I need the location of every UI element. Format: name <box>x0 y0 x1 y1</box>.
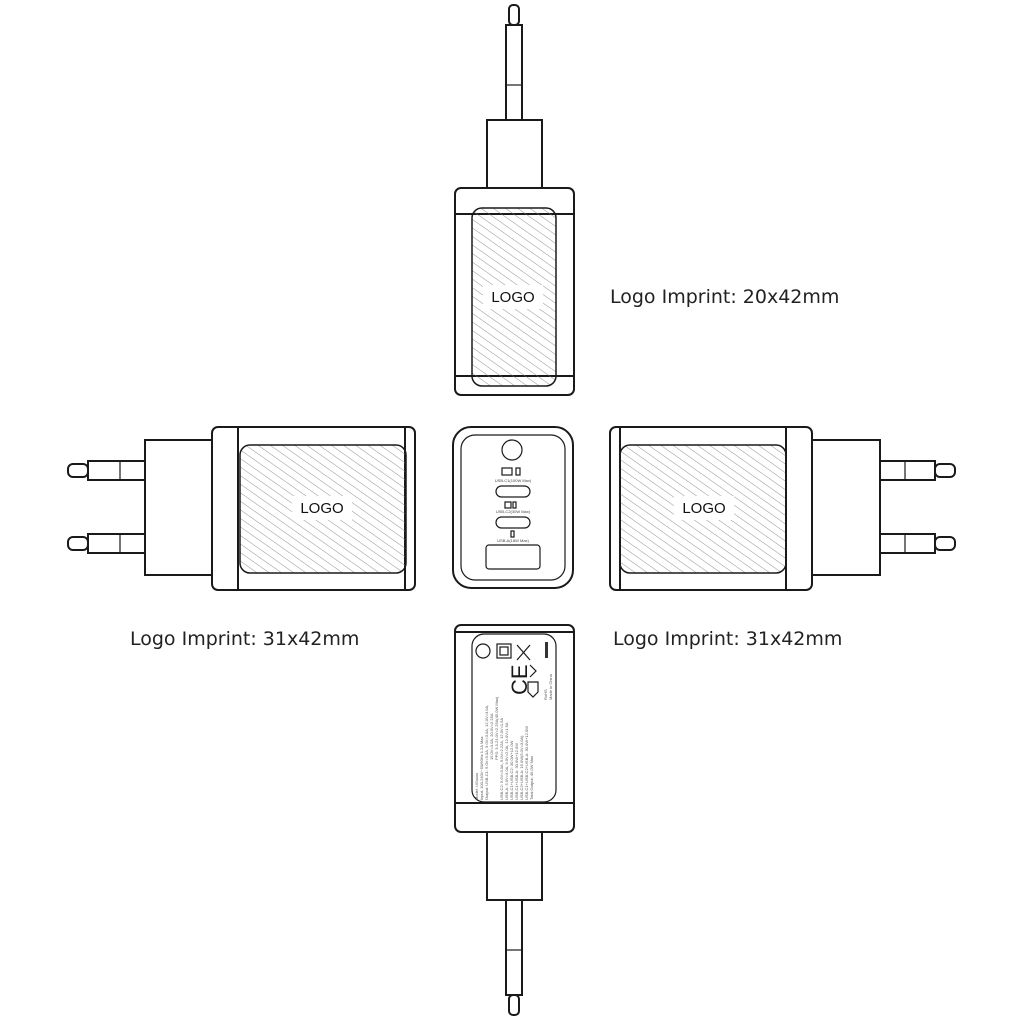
port-label: USB-C2(30W Max) <box>496 509 531 514</box>
rohs-mark: RoHS <box>543 689 548 700</box>
front-face-inner <box>460 434 566 581</box>
port-label: USB-A(18W Max) <box>497 538 529 543</box>
svg-text:USB-A: 5.0V=3.0A, 9.0V=2.0A, 1: USB-A: 5.0V=3.0A, 9.0V=2.0A, 12.0V=1.5A <box>504 722 509 800</box>
phone-icon <box>510 530 515 538</box>
front-view-charger: USB-C1(100W Max) USB-C2(30W Max) USB-A(1… <box>452 426 574 589</box>
svg-text:USB-C1+USB-A: 30.0W+12.0W: USB-C1+USB-A: 30.0W+12.0W <box>514 743 519 800</box>
weee-bin-icon <box>516 644 531 661</box>
prong-housing <box>486 831 543 901</box>
top-view-charger: LOGO <box>454 4 575 396</box>
plug-pin <box>505 899 523 1016</box>
tablet-icon <box>504 501 512 509</box>
svg-text:USB-C2+USB-A: 15.0W(5.0V=3.0A): USB-C2+USB-A: 15.0W(5.0V=3.0A) <box>519 735 524 800</box>
left-view-charger: LOGO <box>67 426 416 591</box>
class-ii-icon <box>496 643 512 659</box>
svg-text:Total Output: 45.0W Max: Total Output: 45.0W Max <box>529 756 534 800</box>
svg-text:USB-C2: 5.0V=3.0A, 9.0V=2.22A,: USB-C2: 5.0V=3.0A, 9.0V=2.22A, 12.0V=1.5… <box>499 718 504 800</box>
svg-text:PPS: 3.3-21.0V=2.25A(45.0W Max: PPS: 3.3-21.0V=2.25A(45.0W Max) <box>494 696 499 760</box>
laptop-icon <box>501 467 513 476</box>
house-icon <box>527 681 539 698</box>
plug-pin-lower <box>67 533 146 554</box>
plug-pin-lower <box>879 533 956 554</box>
usb-c2-port <box>495 516 531 529</box>
right-view-charger: LOGO <box>609 426 956 591</box>
marking-bar <box>545 642 548 658</box>
check-mark-icon <box>529 664 537 678</box>
origin-mark: Made in China <box>548 673 553 700</box>
led-indicator <box>501 439 523 461</box>
recycle-icon <box>475 643 491 659</box>
svg-text:USB-C1+USB-C2: 30.0W+12.0W: USB-C1+USB-C2: 30.0W+12.0W <box>509 740 514 800</box>
logo-text: LOGO <box>491 289 534 306</box>
prong-housing <box>486 119 543 189</box>
prong-housing <box>811 439 881 576</box>
svg-text:15.0V=3.0A, 20.0V=2.25A: 15.0V=3.0A, 20.0V=2.25A <box>489 713 494 760</box>
port-label: USB-C1(100W Max) <box>495 478 532 483</box>
bottom-view-charger: Model: UGxxxx Input: 100-240V~50/60Hz 1.… <box>454 624 575 1016</box>
usb-c1-port <box>495 485 531 498</box>
rating-label-area <box>471 633 557 803</box>
phone-icon <box>512 501 517 509</box>
svg-text:Output: USB-C1: 5.0V=3.0A, 9.0: Output: USB-C1: 5.0V=3.0A, 9.0V=3.0A, 12… <box>484 705 489 800</box>
left-imprint-caption: Logo Imprint: 31x42mm <box>130 628 359 650</box>
svg-text:Model: UGxxxx: Model: UGxxxx <box>474 773 479 800</box>
plug-pin-upper <box>879 460 956 481</box>
usb-a-port <box>485 544 541 570</box>
rating-label-text: Model: UGxxxx Input: 100-240V~50/60Hz 1.… <box>474 696 534 800</box>
plug-pin <box>505 4 523 121</box>
top-imprint-caption: Logo Imprint: 20x42mm <box>610 286 839 308</box>
logo-text: LOGO <box>300 500 343 517</box>
plug-pin-upper <box>67 460 146 481</box>
prong-housing <box>144 439 213 576</box>
svg-text:Input: 100-240V~50/60Hz 1.2A M: Input: 100-240V~50/60Hz 1.2A Max <box>479 737 484 801</box>
charger-body <box>454 624 575 833</box>
svg-text:USB-C1+USB-C2+USB-A: 30.0W+12.: USB-C1+USB-C2+USB-A: 30.0W+12.0W <box>524 726 529 800</box>
logo-text: LOGO <box>682 500 725 517</box>
phone-icon <box>515 467 521 476</box>
right-imprint-caption: Logo Imprint: 31x42mm <box>613 628 842 650</box>
